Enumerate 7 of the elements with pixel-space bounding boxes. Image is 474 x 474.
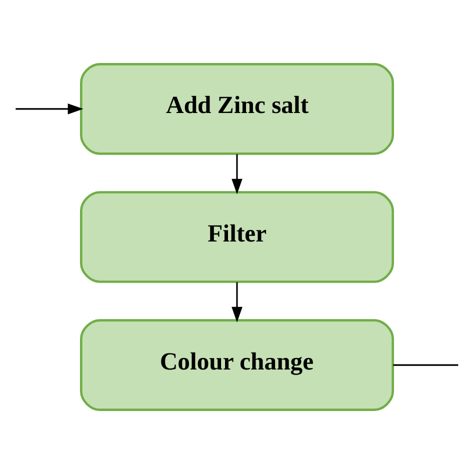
arrow [16, 104, 84, 114]
arrow [232, 282, 242, 322]
node-box: Filter [80, 191, 394, 283]
arrow [232, 154, 242, 194]
node-box: Colour change [80, 319, 394, 411]
connector [393, 364, 458, 366]
node-box: Add Zinc salt [80, 63, 394, 155]
